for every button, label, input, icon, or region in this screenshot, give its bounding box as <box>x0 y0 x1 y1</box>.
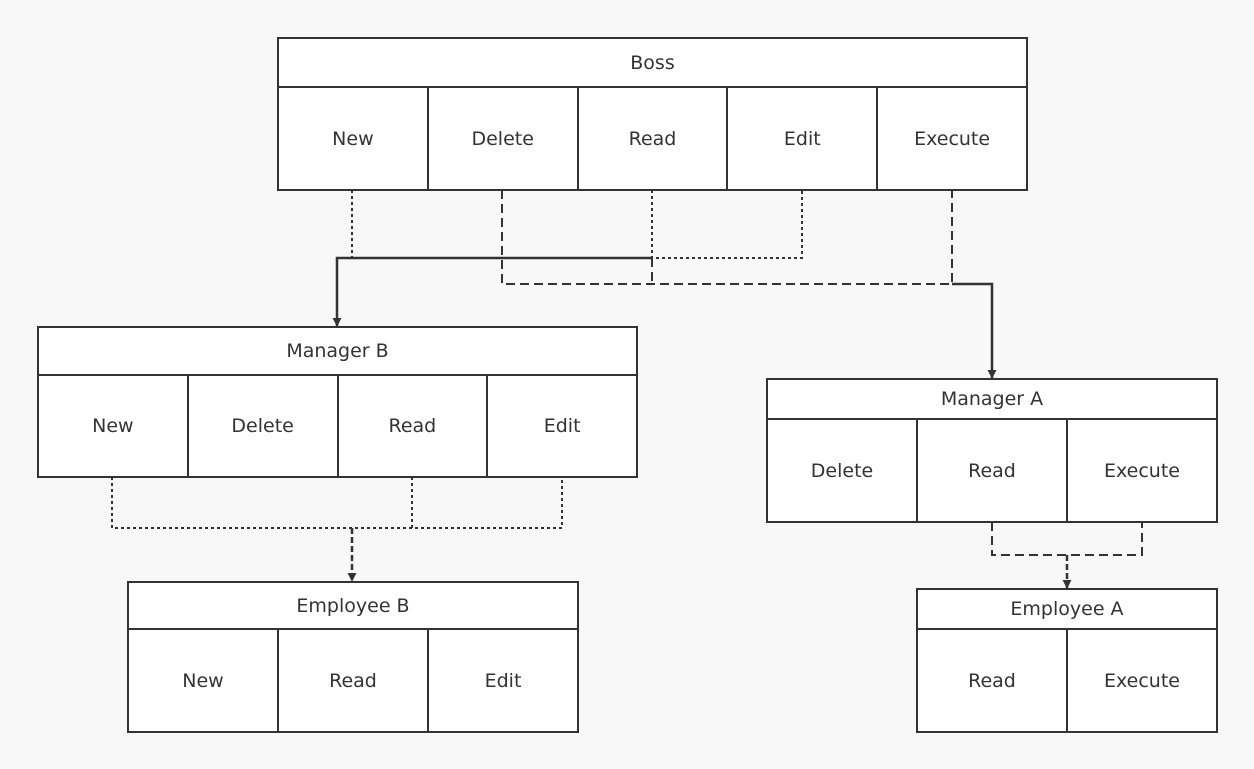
boss-permission-edit: Edit <box>726 88 876 189</box>
boss-title: Boss <box>279 39 1026 88</box>
employee-b-permission-edit: Edit <box>427 630 577 731</box>
employee-a-box: Employee A Read Execute <box>916 588 1218 733</box>
employee-a-title: Employee A <box>918 590 1216 630</box>
manager-b-permission-delete: Delete <box>186 376 337 476</box>
employee-b-permission-new: New <box>182 669 224 692</box>
connector-boss-to-manager-a <box>501 190 953 285</box>
manager-a-title: Manager A <box>768 380 1216 420</box>
connector-manager-b-to-employee-b <box>111 477 563 529</box>
manager-a-permission-delete: Delete <box>810 459 874 482</box>
arrow-to-manager-b <box>332 256 652 327</box>
manager-b-permission-read: Read <box>336 376 487 476</box>
employee-a-permission-execute: Execute <box>1066 630 1216 731</box>
manager-a-permission-read: Read <box>916 420 1066 521</box>
connector-manager-a-to-employee-a <box>991 522 1143 556</box>
employee-b-box: Employee B New Read Edit <box>127 581 579 733</box>
employee-b-title: Employee B <box>129 583 577 630</box>
boss-permission-new: New <box>332 127 374 150</box>
manager-b-title: Manager B <box>39 328 636 376</box>
boss-permission-read: Read <box>576 88 727 189</box>
connector-boss-new-to-manager-b <box>351 190 803 259</box>
manager-b-box: Manager B New Delete Read Edit <box>37 326 638 478</box>
boss-permission-delete: Delete <box>426 88 577 189</box>
boss-box: Boss New Delete Read Edit Execute <box>277 37 1028 191</box>
manager-b-permission-new: New <box>92 415 134 437</box>
manager-a-permission-execute: Execute <box>1066 420 1216 521</box>
manager-b-permission-edit: Edit <box>486 376 636 476</box>
boss-permission-execute: Execute <box>876 88 1026 189</box>
arrow-to-manager-a <box>952 282 997 379</box>
manager-a-box: Manager A Delete Read Execute <box>766 378 1218 523</box>
employee-b-permission-read: Read <box>277 630 427 731</box>
employee-a-permission-read: Read <box>968 669 1016 692</box>
